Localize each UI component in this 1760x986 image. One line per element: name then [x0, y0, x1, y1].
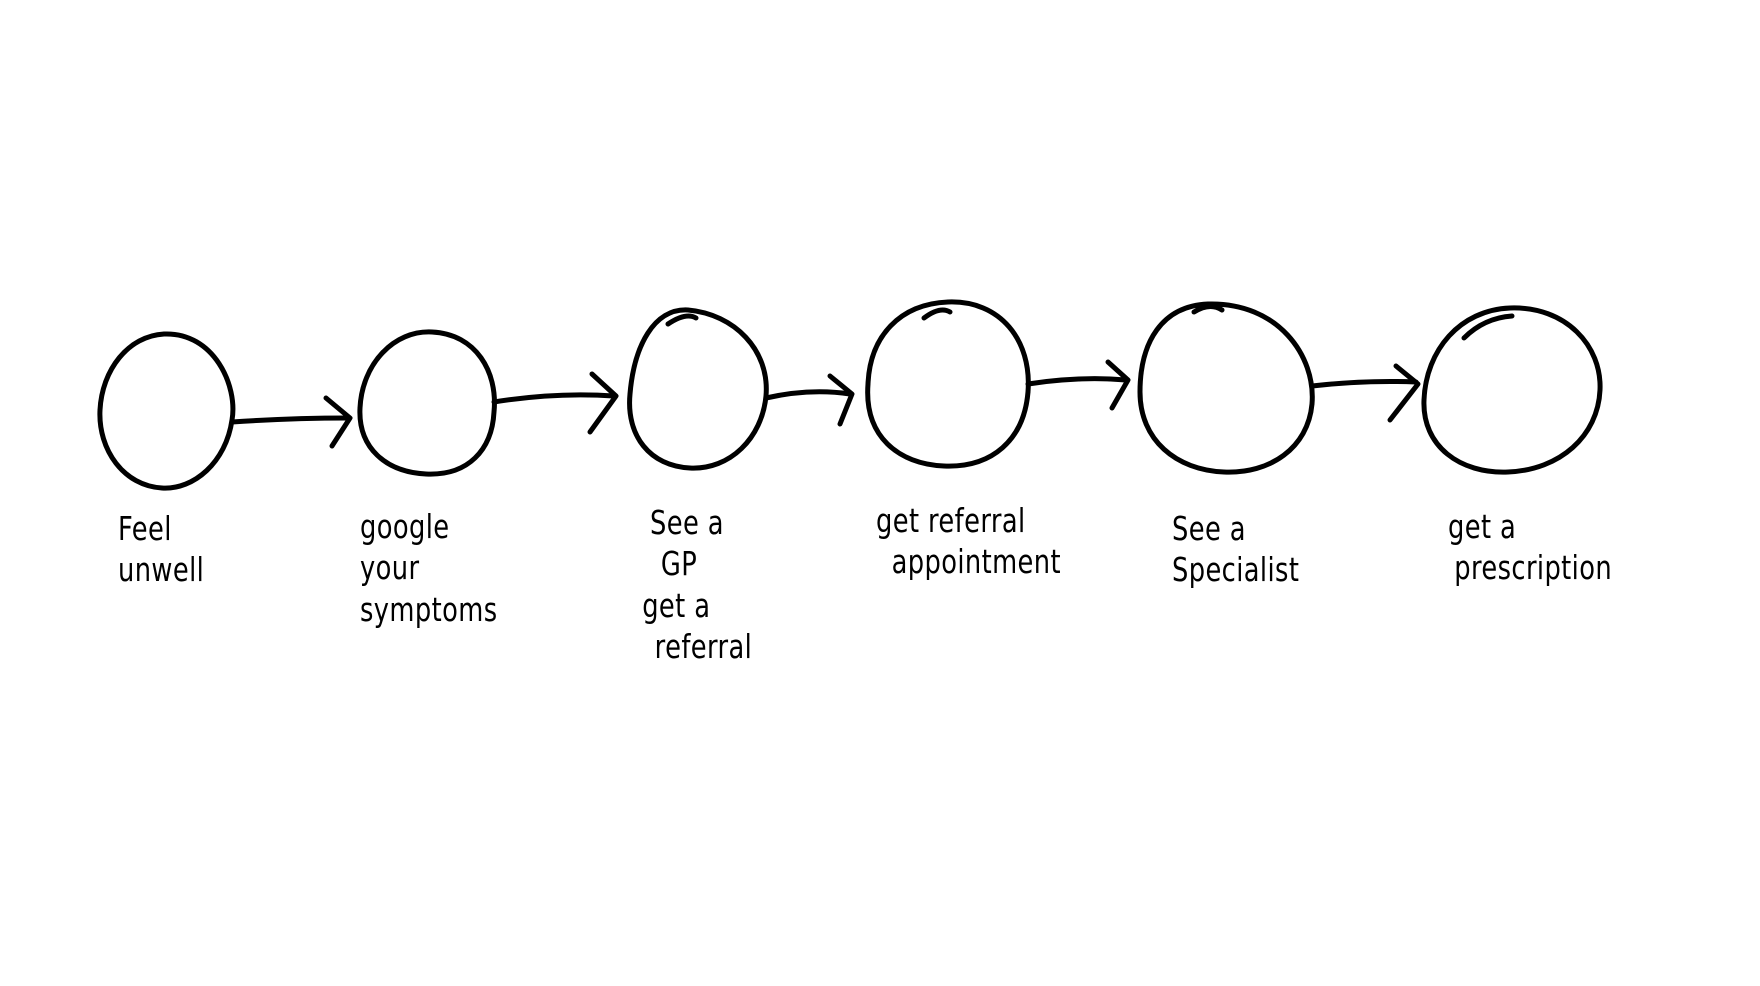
step-circle-google-symptoms [357, 329, 497, 477]
step-circle-get-prescription [1421, 305, 1603, 475]
step-label-1-line-2: unwell [118, 550, 205, 590]
arrow-5 [1309, 363, 1421, 423]
step-label-3-line-1: See a [650, 503, 724, 542]
step-label-4: get referral appointment [876, 500, 1061, 583]
step-label-3-line-3: get a [642, 585, 711, 625]
step-circle-see-gp [627, 307, 769, 471]
step-circle-feel-unwell [97, 331, 236, 491]
step-label-3: See a GP get a referral [642, 502, 753, 667]
step-label-2: google your symptoms [360, 506, 498, 630]
step-label-6-line-2: prescription [1454, 548, 1613, 588]
step-label-2-line-3: symptoms [360, 589, 498, 629]
step-label-5: See a Specialist [1172, 508, 1299, 591]
step-label-3-line-4: referral [654, 626, 753, 666]
step-label-4-line-1: get referral [876, 501, 1026, 540]
step-label-1: Feel unwell [118, 508, 204, 591]
step-label-3-line-2: GP [660, 544, 698, 584]
step-label-5-line-1: See a [1172, 509, 1246, 548]
arrow-3 [763, 373, 855, 427]
arrow-1 [229, 395, 353, 449]
step-circle-see-specialist [1137, 301, 1315, 475]
step-circle-referral-appointment [865, 299, 1031, 469]
step-label-6: get a prescription [1448, 506, 1612, 589]
step-label-4-line-2: appointment [891, 542, 1061, 582]
step-label-2-line-2: your [360, 548, 420, 588]
step-label-5-line-2: Specialist [1172, 550, 1300, 590]
arrow-2 [491, 371, 619, 435]
step-label-6-line-1: get a [1448, 507, 1517, 546]
arrow-4 [1025, 359, 1131, 411]
step-label-1-line-1: Feel [118, 509, 172, 548]
step-label-2-line-1: google [360, 507, 450, 546]
